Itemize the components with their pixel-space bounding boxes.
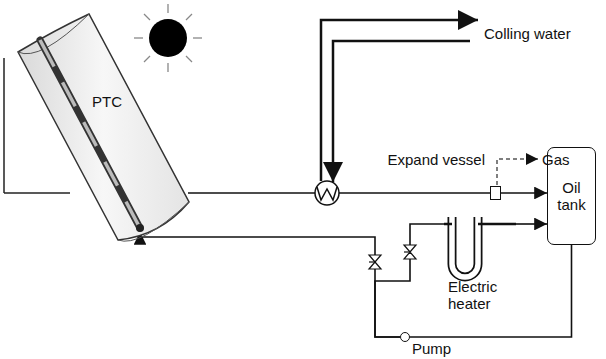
oil-pipe: [375, 224, 444, 337]
parabolic-trough: [18, 14, 189, 241]
oil-pipe: [501, 192, 547, 194]
gas-vent-line: [497, 159, 538, 185]
valve-symbol: [369, 255, 381, 269]
oil-pipe: [516, 223, 547, 225]
electric-heater: Electric heater: [444, 214, 516, 318]
pipe-label: Gas: [542, 151, 570, 168]
receiver-segment: [54, 66, 62, 82]
expand-vessel: Expand vessel: [490, 186, 501, 200]
receiver-segment: [75, 106, 83, 122]
node-label: Electric heater: [448, 278, 516, 313]
node-label: Oil tank: [550, 179, 593, 214]
receiver-segment: [118, 186, 126, 202]
pump: Pump: [400, 332, 410, 342]
node-label: Pump: [412, 340, 451, 357]
sun-symbol: [134, 4, 202, 72]
collector-node: PTC: [4, 10, 188, 232]
node-label: Expand vessel: [387, 151, 485, 168]
heat-exchanger: [315, 181, 339, 205]
receiver-segment: [96, 146, 104, 162]
valve-symbol: [404, 245, 416, 259]
pipe-label: Colling water: [484, 25, 571, 42]
oil-pipe: [410, 245, 572, 337]
node-label: PTC: [92, 93, 122, 110]
oil-pipe: [140, 232, 400, 337]
